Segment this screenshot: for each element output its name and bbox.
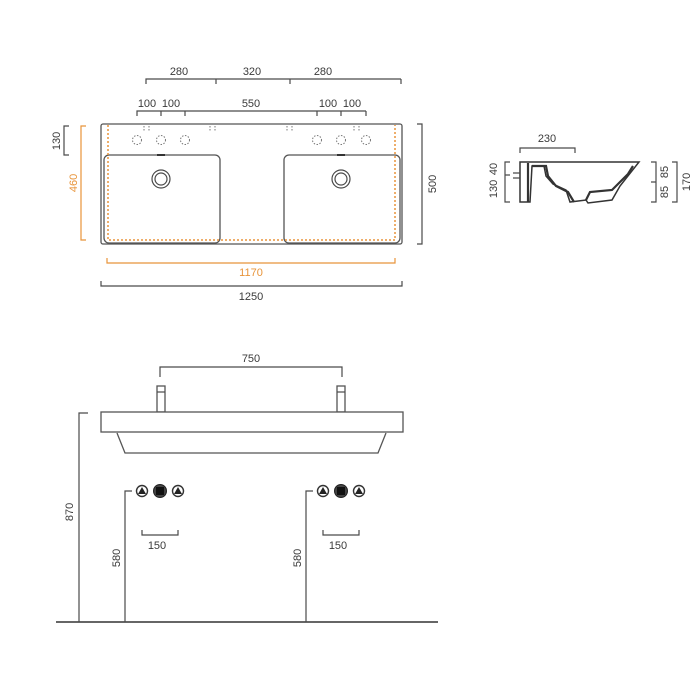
tap-hole-icon xyxy=(156,135,166,145)
dim-580-left: 580 xyxy=(111,549,123,567)
dim-100-c: 100 xyxy=(319,98,337,110)
left-tap xyxy=(156,385,166,413)
side-view: 230 40 130 85 85 170 xyxy=(488,133,693,204)
tap-hole-icon xyxy=(361,135,371,145)
basin-profile xyxy=(519,161,641,204)
left-hot-valve-icon xyxy=(171,484,185,498)
tap-hole-icon xyxy=(132,135,142,145)
front-view: 750 870 580 150 580 xyxy=(56,353,438,623)
dim-870: 870 xyxy=(64,503,76,521)
tap-hole-icon xyxy=(336,135,346,145)
dim-500: 500 xyxy=(427,175,439,193)
dim-170: 170 xyxy=(681,173,693,191)
dim-550: 550 xyxy=(242,98,260,110)
dim-85-bottom: 85 xyxy=(659,186,671,198)
left-drain-icon xyxy=(151,169,171,189)
right-hot-valve-icon xyxy=(352,484,366,498)
dim-280-right: 280 xyxy=(314,66,332,78)
dim-750: 750 xyxy=(242,353,260,365)
dim-280-left: 280 xyxy=(170,66,188,78)
dim-40: 40 xyxy=(488,163,500,175)
dim-1170: 1170 xyxy=(239,267,263,279)
dim-130-side: 130 xyxy=(488,180,500,198)
dim-100-d: 100 xyxy=(343,98,361,110)
dim-230: 230 xyxy=(538,133,556,145)
left-bowl xyxy=(103,154,221,244)
left-waste-outlet-icon xyxy=(153,484,167,498)
dim-85-top: 85 xyxy=(659,166,671,178)
right-bowl xyxy=(283,154,401,244)
dim-100-b: 100 xyxy=(162,98,180,110)
tap-hole-icon xyxy=(180,135,190,145)
dim-320: 320 xyxy=(243,66,261,78)
dim-460: 460 xyxy=(68,174,80,192)
dim-150-left: 150 xyxy=(148,540,166,552)
dim-1250: 1250 xyxy=(239,291,263,303)
right-waste-outlet-icon xyxy=(334,484,348,498)
right-drain-icon xyxy=(331,169,351,189)
right-cold-valve-icon xyxy=(316,484,330,498)
left-cold-valve-icon xyxy=(135,484,149,498)
dim-150-right: 150 xyxy=(329,540,347,552)
dim-580-right: 580 xyxy=(292,549,304,567)
basin-underside xyxy=(116,432,387,454)
right-tap xyxy=(336,385,346,413)
top-view: 280 320 280 100 100 550 100 100 xyxy=(51,66,439,303)
tap-hole-icon xyxy=(312,135,322,145)
dim-130: 130 xyxy=(51,132,63,150)
dim-100-a: 100 xyxy=(138,98,156,110)
basin-top-slab xyxy=(100,411,404,433)
